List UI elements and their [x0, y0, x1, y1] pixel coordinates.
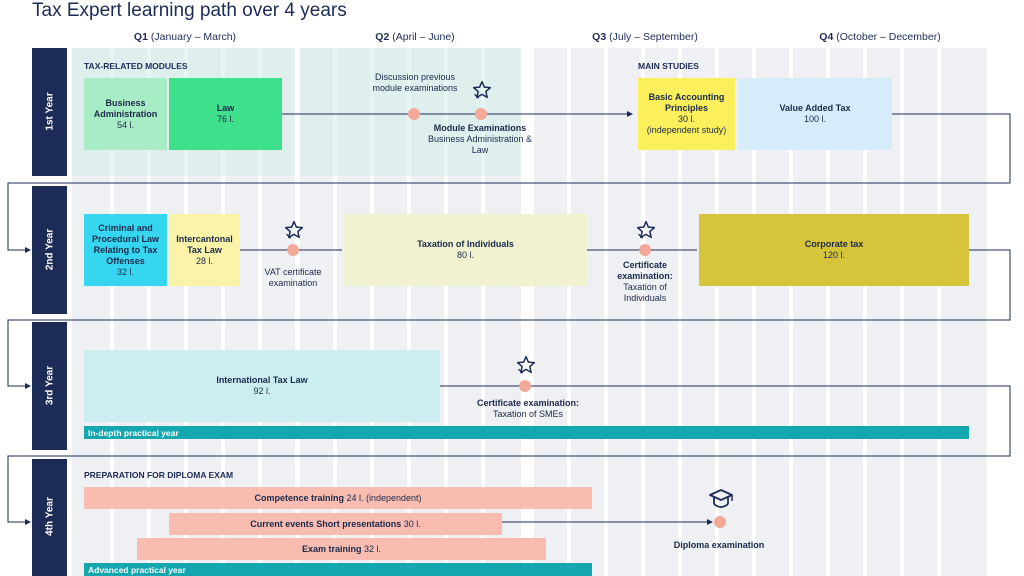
module-name: Business Administration — [93, 97, 158, 119]
page-title: Tax Expert learning path over 4 years — [32, 0, 347, 21]
module-lessons: 120 l. — [822, 250, 846, 260]
quarter-header-q2: Q2 (April – June) — [375, 31, 455, 43]
module-lessons: 76 l. — [216, 114, 234, 124]
milestone-dot — [475, 108, 487, 120]
section-tax-related-modules: TAX-RELATED MODULES — [84, 61, 188, 71]
module-law: Law 76 l. — [169, 78, 282, 150]
module-lessons: 92 l. — [253, 386, 271, 396]
year-bar-4: 4th Year — [32, 459, 67, 576]
year-bar-1: 1st Year — [32, 48, 67, 176]
exam-training-bar: Exam training 32 l. — [137, 538, 546, 560]
competence-training-bar: Competence training 24 l. (independent) — [84, 487, 592, 509]
quarter-header-q1: Q1 (January – March) — [133, 31, 237, 43]
milestone-title: Certificate examination: — [617, 260, 673, 281]
module-note: (independent study) — [646, 125, 727, 135]
milestone-dot — [639, 244, 651, 256]
milestone-dot — [714, 516, 726, 528]
bar-name: Competence training — [254, 493, 344, 503]
module-taxation-of-individuals: Taxation of Individuals 80 l. — [344, 214, 587, 286]
current-events-bar: Current events Short presentations 30 l. — [169, 513, 502, 535]
module-lessons: 80 l. — [456, 250, 474, 260]
milestone-subtitle: Business Administration & Law — [427, 134, 533, 155]
module-basic-accounting: Basic Accounting Principles 30 l. (indep… — [638, 78, 735, 150]
module-examinations-label: Module Examinations Business Administrat… — [425, 123, 535, 156]
milestone-title: Certificate examination: — [476, 398, 580, 408]
year-label-1: 1st Year — [44, 92, 56, 131]
star-icon — [636, 220, 656, 239]
milestone-subtitle: Taxation of SMEs — [492, 409, 564, 419]
bar-name: Current events Short presentations — [250, 519, 402, 529]
advanced-practical-year-bar: Advanced practical year — [84, 563, 592, 576]
module-name: Value Added Tax — [779, 103, 851, 113]
module-lessons: 54 l. — [116, 119, 134, 130]
section-main-studies: MAIN STUDIES — [638, 61, 699, 71]
certificate-exam-smes-label: Certificate examination: Taxation of SME… — [460, 398, 596, 420]
module-lessons: 100 l. — [803, 114, 827, 124]
star-icon — [284, 220, 304, 239]
section-preparation-diploma: PREPARATION FOR DIPLOMA EXAM — [84, 470, 234, 480]
year-label-4: 4th Year — [44, 497, 56, 536]
module-international-tax-law: International Tax Law 92 l. — [84, 350, 440, 422]
year-bar-3: 3rd Year — [32, 322, 67, 450]
month-column — [941, 48, 987, 576]
diploma-examination-label: Diploma examination — [673, 540, 765, 550]
certificate-exam-individuals-label: Certificate examination: Taxation of Ind… — [605, 260, 685, 304]
vat-certificate-exam-label: VAT certificate examination — [264, 267, 322, 288]
module-name: Law — [216, 103, 235, 113]
module-name: Intercantonal Tax Law — [176, 233, 233, 255]
module-name: Basic Accounting Principles — [648, 92, 725, 113]
in-depth-practical-year-bar: In-depth practical year — [84, 426, 969, 439]
milestone-title: Module Examinations — [433, 123, 527, 133]
year-label-2: 2nd Year — [44, 228, 56, 271]
module-name: Taxation of Individuals — [417, 239, 514, 249]
module-lessons: 28 l. — [195, 255, 213, 266]
module-lessons: 30 l. — [677, 114, 695, 124]
discussion-label: Discussion previous module examinations — [372, 72, 458, 93]
bar-lessons: 30 l. — [403, 519, 421, 529]
module-business-administration: Business Administration 54 l. — [84, 78, 167, 150]
milestone-dot — [408, 108, 420, 120]
graduation-cap-icon — [709, 489, 733, 508]
year-label-3: 3rd Year — [44, 365, 56, 406]
module-name: International Tax Law — [216, 375, 308, 385]
milestone-dot — [287, 244, 299, 256]
module-value-added-tax: Value Added Tax 100 l. — [738, 78, 892, 150]
module-intercantonal-tax-law: Intercantonal Tax Law 28 l. — [169, 214, 240, 286]
quarter-header-q4: Q4 (October – December) — [819, 31, 941, 43]
bar-lessons: 24 l. (independent) — [346, 493, 422, 503]
month-column — [608, 48, 641, 576]
quarter-header-q3: Q3 (July – September) — [592, 31, 698, 43]
star-icon — [516, 355, 536, 374]
milestone-subtitle: Taxation of Individuals — [623, 282, 667, 303]
year-bar-2: 2nd Year — [32, 186, 67, 314]
star-icon — [472, 80, 492, 99]
bar-name: Exam training — [301, 544, 362, 554]
module-criminal-procedural-law: Criminal and Procedural Law Relating to … — [84, 214, 167, 286]
bar-lessons: 32 l. — [364, 544, 382, 554]
module-corporate-tax: Corporate tax 120 l. — [699, 214, 969, 286]
module-name: Corporate tax — [804, 239, 864, 249]
milestone-dot — [519, 380, 531, 392]
module-lessons: 32 l. — [116, 266, 134, 277]
month-column — [904, 48, 937, 576]
module-name: Criminal and Procedural Law Relating to … — [91, 222, 160, 266]
